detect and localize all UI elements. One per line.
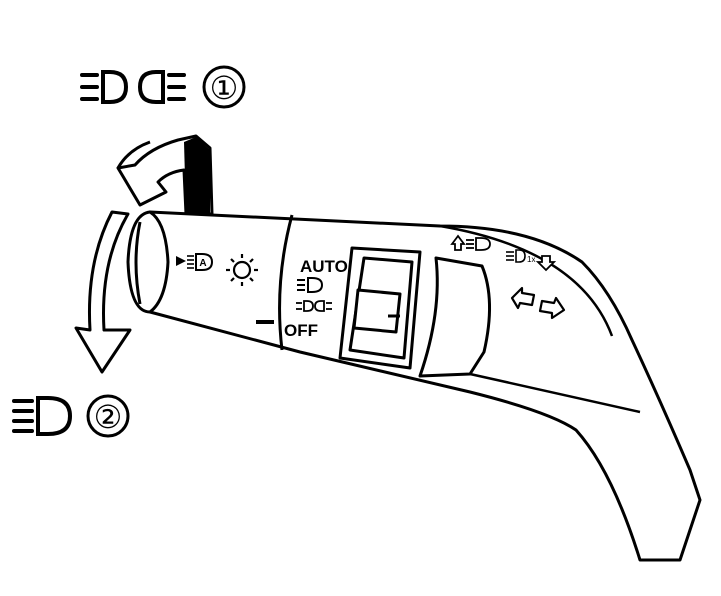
turn-up-icon [450, 234, 466, 251]
turn-panel [418, 256, 491, 378]
side-light-icon [296, 300, 332, 312]
lane-change-count: 1x [527, 255, 535, 264]
auto-label: AUTO [300, 257, 348, 276]
high-beam-arrow [74, 210, 132, 374]
off-label: OFF [284, 321, 318, 340]
callout-1: ① [202, 65, 246, 109]
headlight-flash-icon [80, 70, 186, 104]
turn-down-icon [535, 255, 557, 272]
flash-small-icon [506, 249, 526, 263]
callout-1-number: ① [210, 69, 239, 107]
callout-2-number: ② [94, 398, 123, 436]
headlight-icon [297, 277, 324, 293]
headlight-small-icon [466, 237, 491, 251]
flash-arrow [116, 134, 214, 216]
dial-separator [278, 214, 294, 351]
turn-panel-edge [469, 372, 641, 414]
parking-light-icon [226, 254, 258, 286]
stalk-ridge [439, 224, 614, 337]
high-beam-icon [12, 396, 73, 436]
stalk-window [338, 246, 422, 370]
stalk-body [126, 210, 702, 562]
auto-high-beam-icon: A [176, 253, 214, 271]
lane-change-arrows-icon [510, 286, 566, 320]
callout-2: ② [86, 394, 130, 438]
svg-text:A: A [199, 258, 206, 269]
